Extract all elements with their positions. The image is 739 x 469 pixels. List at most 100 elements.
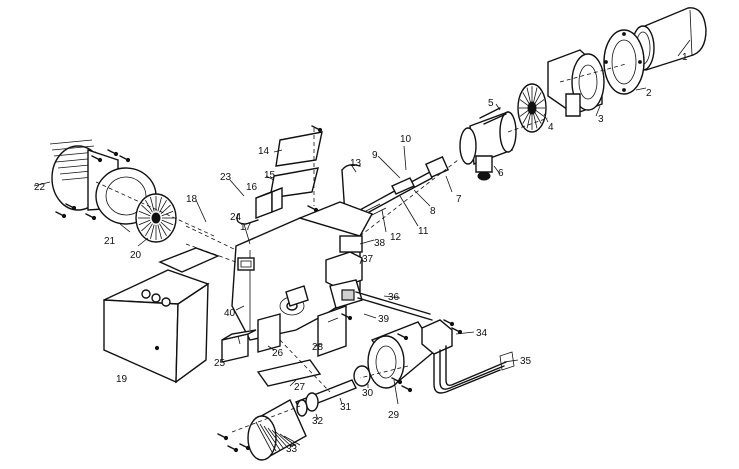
bolt-head: [91, 215, 97, 221]
callout-29: 29: [388, 410, 400, 421]
diffuser-spoke: [522, 112, 530, 124]
callout-32: 32: [312, 416, 324, 427]
fan-blade: [150, 224, 155, 240]
bolt-head: [407, 387, 413, 393]
callout-16: 16: [246, 182, 258, 193]
callout-17: 17: [240, 222, 252, 233]
motor-fin: [271, 429, 289, 449]
part-connecting-rod: [355, 291, 433, 321]
part-small-block: [221, 329, 257, 363]
part-flange-housing: [547, 49, 627, 117]
motor-fin: [279, 433, 297, 447]
motor-fin: [49, 139, 93, 145]
part-fan-motor-left: [49, 139, 177, 243]
part-shaft: [295, 379, 357, 417]
fan-blade: [138, 210, 151, 217]
part-base-plate: [256, 359, 322, 387]
callout-6: 6: [498, 168, 504, 179]
leader-lines: [33, 39, 691, 447]
bolt-markers: [55, 125, 463, 453]
part-flange-gasket: [603, 29, 645, 95]
callout-24: 24: [230, 212, 242, 223]
fan-blade: [157, 196, 162, 212]
bolt-head: [113, 151, 119, 157]
part-hook: [236, 213, 259, 225]
callout-9: 9: [372, 150, 378, 161]
diffuser-spoke: [533, 87, 538, 103]
callout-25: 25: [214, 358, 226, 369]
part-control-box: [103, 225, 237, 384]
callout-31: 31: [340, 402, 352, 413]
callout-40: 40: [224, 308, 236, 319]
callout-22: 22: [34, 182, 46, 193]
part-bracket-plate: [317, 305, 347, 357]
callout-14: 14: [258, 146, 270, 157]
callout-20: 20: [130, 250, 142, 261]
part-motor-bottom: [247, 399, 307, 461]
callout-2: 2: [646, 88, 652, 99]
fan-blade: [150, 196, 155, 212]
bolt-head: [125, 157, 131, 163]
fan-blade: [141, 204, 152, 215]
callout-7: 7: [456, 194, 462, 205]
bolt-head: [317, 127, 323, 133]
callout-13: 13: [350, 158, 362, 169]
fan-blade: [157, 224, 162, 240]
motor-fin: [275, 431, 293, 448]
callout-26: 26: [272, 348, 284, 359]
fan-blade: [138, 219, 151, 226]
motor-fin: [51, 145, 95, 151]
diffuser-spoke: [534, 92, 542, 104]
callout-11: 11: [418, 226, 429, 237]
fan-blade: [145, 223, 153, 236]
callout-3: 3: [598, 114, 604, 125]
callout-23: 23: [220, 172, 232, 183]
part-blast-tube: [631, 7, 707, 71]
motor-fin: [255, 421, 273, 453]
callout-10: 10: [400, 134, 412, 145]
diffuser-spoke: [526, 87, 531, 103]
bolt-head: [449, 321, 455, 327]
bolt-head: [97, 157, 103, 163]
fan-blade: [141, 221, 152, 232]
callout-21: 21: [104, 236, 116, 247]
callout-37: 37: [362, 254, 374, 265]
motor-fin: [263, 425, 281, 451]
part-oil-hoses: [421, 319, 515, 394]
part-burner-housing: [231, 201, 374, 353]
callout-labels: 1 2 3 4 5 6 7 8 9 10 11 12 13 14 15 16 1…: [34, 52, 688, 455]
callout-34: 34: [476, 328, 488, 339]
diffuser-spoke: [535, 99, 545, 107]
fan-blade: [159, 200, 167, 213]
part-controls: [325, 235, 363, 309]
callout-27: 27: [294, 382, 306, 393]
callout-39: 39: [378, 314, 390, 325]
callout-33: 33: [286, 444, 298, 455]
callout-4: 4: [548, 122, 554, 133]
diffuser-spoke: [535, 109, 545, 117]
callout-38: 38: [374, 238, 386, 249]
bolt-head: [245, 445, 251, 451]
diffuser-spoke: [533, 113, 538, 129]
bolt-head: [403, 335, 409, 341]
part-sight-window: [237, 257, 255, 271]
bolt-head: [223, 435, 229, 441]
callout-35: 35: [520, 356, 532, 367]
motor-fin: [283, 435, 301, 446]
callout-15: 15: [264, 170, 276, 181]
callout-28: 28: [312, 342, 324, 353]
bolt-head: [233, 447, 239, 453]
motor-fin: [259, 423, 277, 452]
diffuser-spoke: [519, 99, 529, 107]
diffuser-spoke: [534, 112, 542, 124]
callout-30: 30: [362, 388, 374, 399]
callout-36: 36: [388, 292, 400, 303]
diffuser-spoke: [522, 92, 530, 104]
bolt-head: [397, 379, 403, 385]
diffuser-spoke: [519, 109, 529, 117]
part-diffuser-disc: [517, 83, 547, 133]
fan-blade: [160, 221, 171, 232]
assembly-axes: [95, 117, 549, 433]
